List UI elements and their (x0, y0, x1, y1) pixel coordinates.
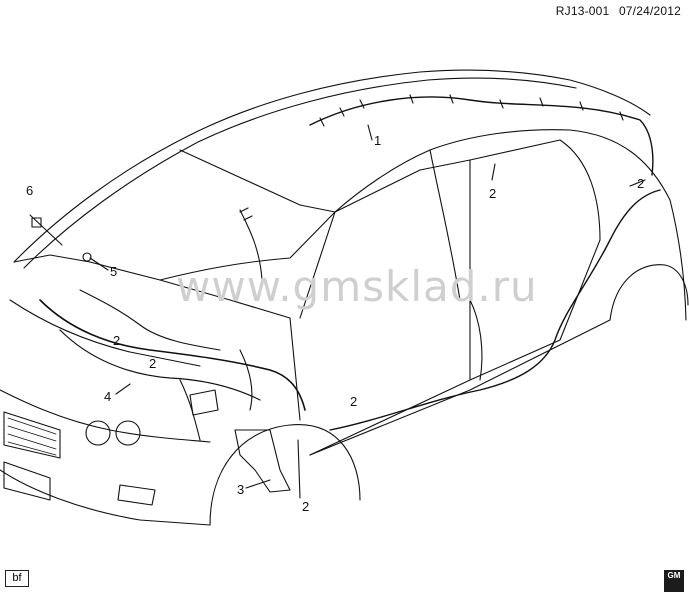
engine-harness (39, 299, 306, 411)
callout-4: 4 (104, 389, 112, 404)
bf-tag: bf (5, 570, 29, 587)
hood-line (13, 254, 291, 319)
sensor-6 (31, 217, 42, 228)
callout-2-engine-lower: 2 (149, 356, 157, 371)
sensor-5 (82, 252, 92, 262)
roof-line (13, 69, 651, 263)
rear-wheel-arch (609, 264, 689, 321)
cowl (159, 211, 336, 281)
callout-2-wheel: 2 (302, 499, 310, 514)
front-wheel-arch (209, 424, 361, 526)
door-harness (469, 299, 483, 381)
body-harness (329, 189, 661, 431)
header: RJ13-001 07/24/2012 (556, 4, 681, 18)
front-door (299, 159, 471, 456)
watermark: www.gmsklad.ru (176, 262, 538, 311)
lead-4 (115, 383, 131, 395)
callout-2-trunk: 2 (637, 176, 645, 191)
sensor-lead (29, 214, 63, 246)
roof-line-inner (23, 77, 577, 269)
fuse-block (189, 389, 219, 416)
hood-front (9, 299, 201, 367)
callout-2-rocker: 2 (350, 394, 358, 409)
lead-3 (245, 479, 271, 489)
gm-logo: GM (664, 570, 684, 592)
callout-6: 6 (26, 183, 34, 198)
rear-door (469, 139, 601, 381)
callout-3: 3 (237, 482, 245, 497)
roof-harness (309, 96, 654, 176)
lead-2-front (297, 439, 301, 499)
grille (3, 411, 61, 459)
lead-5 (89, 257, 109, 271)
headlamp-left (85, 420, 111, 446)
pillar-harness (429, 149, 461, 301)
rocker (309, 319, 611, 456)
doc-id: RJ13-001 (555, 4, 610, 18)
callout-2-pillar: 2 (489, 186, 497, 201)
rear-quarter (569, 129, 687, 321)
callout-5: 5 (110, 264, 118, 279)
windshield-top (179, 149, 336, 213)
ecm-bracket (234, 429, 291, 493)
dash-harness (239, 209, 263, 281)
doc-date: 07/24/2012 (618, 4, 681, 18)
lead-2-rear (491, 163, 496, 181)
headlamp-right (115, 420, 141, 446)
fender-edge (289, 317, 301, 421)
callout-1: 1 (374, 133, 382, 148)
lower-grille (3, 461, 51, 501)
front-lower (0, 469, 211, 526)
a-pillar (334, 129, 571, 213)
lead-2-trunk (629, 179, 646, 187)
callout-2-engine: 2 (113, 333, 121, 348)
fog-lamp (117, 484, 156, 506)
lead-1 (367, 124, 373, 141)
